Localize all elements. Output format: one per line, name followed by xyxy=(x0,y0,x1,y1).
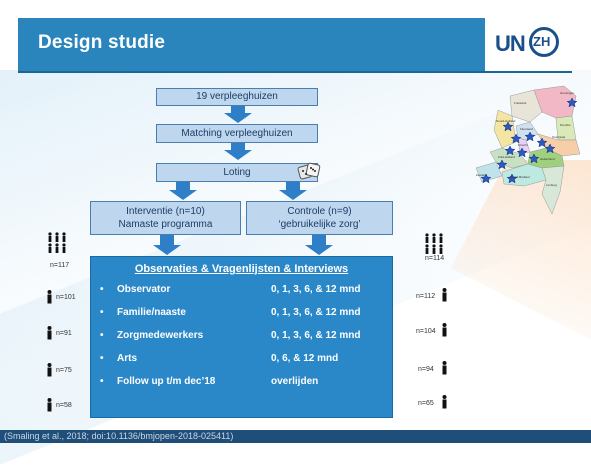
arrow-down-icon xyxy=(153,245,181,255)
count-label: n=117 xyxy=(50,262,70,269)
measurement-label: Arts xyxy=(117,353,138,364)
people-group-icon xyxy=(425,233,443,254)
flow-step-3: Loting xyxy=(156,163,318,182)
flow-step-2-label: Matching verpleeghuizen xyxy=(181,128,293,139)
map-label: Gelderland xyxy=(540,157,555,161)
logo-circle-icon xyxy=(529,27,559,57)
map-label: Friesland xyxy=(514,101,527,105)
measurement-label: Zorgmedewerkers xyxy=(117,330,204,341)
person-icon xyxy=(442,288,447,302)
flow-step-3-label: Loting xyxy=(223,167,251,178)
intervention-arm-line2: Namaste programma xyxy=(118,219,213,230)
person-icon xyxy=(442,361,447,375)
arrow-shaft xyxy=(286,182,300,191)
citation-footer: (Smaling et al., 2018; doi:10.1136/bmjop… xyxy=(0,430,591,443)
citation-text: (Smaling et al., 2018; doi:10.1136/bmjop… xyxy=(4,431,234,441)
slide-title: Design studie xyxy=(38,32,166,53)
map-label: Limburg xyxy=(546,183,557,187)
unzh-logo: UN ZH xyxy=(485,18,572,71)
measurement-row: • Observator 0, 1, 3, 6, & 12 mnd xyxy=(91,284,392,300)
count-label: n=101 xyxy=(56,294,76,301)
arrow-down-icon xyxy=(279,190,307,200)
arrow-shaft xyxy=(231,143,245,151)
count-label: n=112 xyxy=(416,293,436,300)
map-label: Groningen xyxy=(560,91,574,95)
map-label: Zuid-Holland xyxy=(498,155,515,159)
measurement-label: Follow up t/m dec’18 xyxy=(117,376,216,387)
measurement-row: • Zorgmedewerkers 0, 1, 3, 6, & 12 mnd xyxy=(91,330,392,346)
count-label: n=114 xyxy=(425,255,445,262)
arrow-shaft xyxy=(176,182,190,191)
arrow-down-icon xyxy=(305,245,333,255)
map-label: Overijssel xyxy=(552,135,566,139)
map-label: Noord-Brabant xyxy=(510,175,530,179)
map-label: Drenthe xyxy=(560,123,571,127)
flow-step-1-label: 19 verpleeghuizen xyxy=(196,91,278,102)
count-label: n=104 xyxy=(416,328,436,335)
measurement-value: 0, 1, 3, 6, & 12 mnd xyxy=(271,330,361,341)
person-icon xyxy=(47,363,52,377)
intervention-arm-box: Interventie (n=10) Namaste programma xyxy=(90,201,241,235)
count-label: n=75 xyxy=(56,367,72,374)
arrow-shaft xyxy=(312,235,326,246)
measurement-label: Familie/naaste xyxy=(117,307,186,318)
person-icon xyxy=(442,323,447,337)
measurement-label: Observator xyxy=(117,284,171,295)
people-group-icon xyxy=(48,232,66,253)
bullet-icon: • xyxy=(100,307,104,318)
control-arm-box: Controle (n=9) ‘gebruikelijke zorg’ xyxy=(246,201,393,235)
arrow-down-icon xyxy=(169,190,197,200)
netherlands-map: Groningen Friesland Drenthe Noord-Hollan… xyxy=(475,85,581,215)
map-label: Noord-Holland xyxy=(496,119,516,123)
bullet-icon: • xyxy=(100,284,104,295)
measurement-value: 0, 1, 3, 6, & 12 mnd xyxy=(271,307,361,318)
bullet-icon: • xyxy=(100,353,104,364)
arrow-shaft xyxy=(231,106,245,114)
measurement-row: • Follow up t/m dec’18 overlijden xyxy=(91,376,392,392)
arrow-shaft xyxy=(160,235,174,246)
person-icon xyxy=(442,395,447,409)
flow-step-2: Matching verpleeghuizen xyxy=(156,124,318,143)
arrow-down-icon xyxy=(224,113,252,123)
map-label: Flevoland xyxy=(520,127,533,131)
count-label: n=91 xyxy=(56,330,72,337)
bullet-icon: • xyxy=(100,330,104,341)
logo-sub: ZH xyxy=(533,34,551,49)
logo-text: UN xyxy=(495,31,526,56)
measurement-row: • Arts 0, 6, & 12 mnd xyxy=(91,353,392,369)
intervention-arm-line1: Interventie (n=10) xyxy=(126,206,205,217)
measurement-row: • Familie/naaste 0, 1, 3, 6, & 12 mnd xyxy=(91,307,392,323)
count-label: n=65 xyxy=(418,400,434,407)
measurements-box: Observaties & Vragenlijsten & Interviews… xyxy=(90,256,393,418)
map-label: Zeeland xyxy=(476,173,487,177)
measurement-value: overlijden xyxy=(271,376,319,387)
person-icon xyxy=(47,290,52,304)
measurements-title: Observaties & Vragenlijsten & Interviews xyxy=(134,263,349,275)
count-label: n=94 xyxy=(418,366,434,373)
map-label: Utrecht xyxy=(518,143,528,147)
control-arm-line1: Controle (n=9) xyxy=(287,206,352,217)
dice-icon xyxy=(297,162,321,180)
person-icon xyxy=(47,326,52,340)
bullet-icon: • xyxy=(100,376,104,387)
control-arm-line2: ‘gebruikelijke zorg’ xyxy=(278,219,361,230)
measurement-value: 0, 6, & 12 mnd xyxy=(271,353,339,364)
person-icon xyxy=(47,398,52,412)
flow-step-1: 19 verpleeghuizen xyxy=(156,88,318,106)
slide-header: Design studie UN ZH xyxy=(18,18,572,73)
measurement-value: 0, 1, 3, 6, & 12 mnd xyxy=(271,284,361,295)
arrow-down-icon xyxy=(224,150,252,160)
count-label: n=58 xyxy=(56,402,72,409)
